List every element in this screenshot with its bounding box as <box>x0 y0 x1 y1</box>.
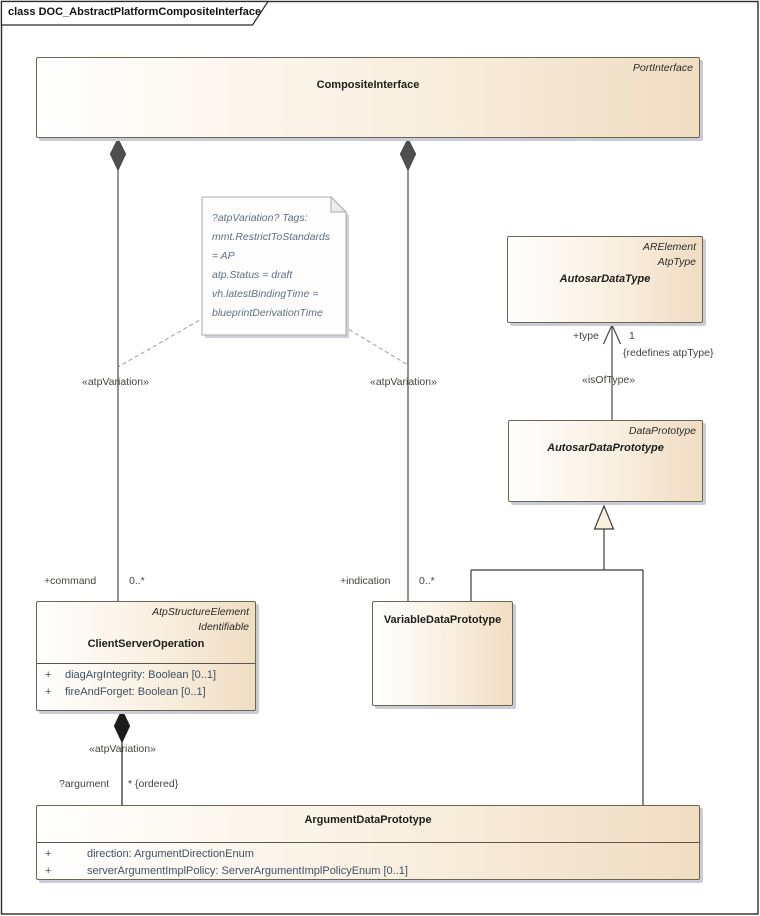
name-compartment: AtpStructureElement Identifiable ClientS… <box>37 602 255 663</box>
class-name: ArgumentDataPrototype <box>304 814 432 826</box>
composition-diamond-argument <box>113 708 131 744</box>
name-compartment: PortInterface CompositeInterface <box>37 58 699 91</box>
class-name: ClientServerOperation <box>87 638 205 650</box>
parent-type-label: Identifiable <box>198 621 249 633</box>
note-anchor-links[interactable] <box>117 316 409 368</box>
composition-indication-connector[interactable] <box>399 137 417 601</box>
attribute-diag-arg-integrity: + diagArgIntegrity: Boolean [0..1] <box>37 667 255 684</box>
stereotype-is-of-type: «isOfType» <box>582 374 636 386</box>
name-compartment: VariableDataPrototype <box>373 614 512 626</box>
stereotype-atp-variation-bottom: «atpVariation» <box>89 743 156 755</box>
note-line: blueprintDerivationTime <box>212 307 323 319</box>
note-line: atp.Status = draft <box>212 269 293 281</box>
composition-diamond-command <box>109 137 127 172</box>
role-label-indication: +indication <box>340 575 391 587</box>
name-compartment: DataPrototype AutosarDataPrototype <box>509 421 702 454</box>
parent-type-label: AtpType <box>657 256 696 268</box>
attribute-text: fireAndForget: Boolean [0..1] <box>65 686 206 698</box>
parent-type-label: ARElement <box>642 241 696 253</box>
visibility-marker: + <box>45 848 52 860</box>
class-name: VariableDataPrototype <box>383 614 502 626</box>
multiplicity-indication: 0..* <box>419 575 435 587</box>
role-label-command: +command <box>44 575 97 587</box>
parent-type-label: PortInterface <box>632 62 693 74</box>
note-anchor-right[interactable] <box>342 325 409 366</box>
visibility-marker: + <box>45 669 52 681</box>
composition-diamond-indication <box>399 137 417 172</box>
attribute-fire-and-forget: + fireAndForget: Boolean [0..1] <box>37 684 255 701</box>
role-label-argument: ?argument <box>59 778 110 790</box>
class-name: CompositeInterface <box>316 79 420 91</box>
open-arrowhead <box>602 324 613 345</box>
note-body <box>201 196 347 336</box>
class-composite-interface[interactable]: PortInterface CompositeInterface <box>36 57 700 138</box>
attribute-text: diagArgIntegrity: Boolean [0..1] <box>65 669 217 681</box>
attribute-compartment: + direction: ArgumentDirectionEnum + serve… <box>37 842 699 880</box>
generalization-triangle <box>593 504 615 530</box>
multiplicity-command: 0..* <box>129 575 145 587</box>
diagram-title: class DOC_AbstractPlatformCompositeInter… <box>8 6 262 18</box>
note-line: = AP <box>212 250 235 262</box>
diagram-title-tab-shape <box>0 0 270 26</box>
name-compartment: ARElement AtpType AutosarDataType <box>508 237 702 285</box>
multiplicity-type: 1 <box>629 330 635 342</box>
note-line: vh.latestBindingTime = <box>212 288 319 300</box>
note-fold-corner <box>330 195 348 213</box>
constraint-note[interactable]: ?atpVariation? Tags: mmt.RestrictToStand… <box>212 209 342 323</box>
note-line: mmt.RestrictToStandards <box>212 231 331 243</box>
attribute-text: direction: ArgumentDirectionEnum <box>87 848 254 860</box>
class-name: AutosarDataPrototype <box>547 442 664 454</box>
composition-command-connector[interactable] <box>109 137 127 601</box>
note-shape[interactable] <box>201 195 349 338</box>
open-arrowhead <box>611 324 622 345</box>
note-line: ?atpVariation? Tags: <box>212 212 308 224</box>
composition-argument-connector[interactable] <box>113 708 131 805</box>
attribute-direction: + direction: ArgumentDirectionEnum <box>37 846 699 863</box>
multiplicity-argument-ordered: * {ordered} <box>128 778 179 790</box>
visibility-marker: + <box>45 686 52 698</box>
constraint-redefines-atp-type: {redefines atpType} <box>623 347 714 359</box>
visibility-marker: + <box>45 865 52 877</box>
attribute-text: serverArgumentImplPolicy: ServerArgument… <box>87 865 408 877</box>
attribute-compartment: + diagArgIntegrity: Boolean [0..1] + fireA… <box>37 663 255 701</box>
class-argument-data-prototype[interactable]: ArgumentDataPrototype + direction: Argume… <box>36 805 700 880</box>
note-anchor-left[interactable] <box>117 316 206 368</box>
class-name: AutosarDataType <box>559 273 651 285</box>
stereotype-atp-variation-left: «atpVariation» <box>82 376 149 388</box>
attribute-server-argument-impl-policy: + serverArgumentImplPolicy: ServerArgumen… <box>37 863 699 880</box>
class-autosar-data-prototype[interactable]: DataPrototype AutosarDataPrototype <box>508 420 703 502</box>
class-autosar-data-type[interactable]: ARElement AtpType AutosarDataType <box>507 236 703 323</box>
is-of-type-connector[interactable] <box>602 324 622 420</box>
generalization-connector[interactable] <box>470 504 644 805</box>
parent-type-label: DataPrototype <box>628 425 696 437</box>
name-compartment: ArgumentDataPrototype <box>37 814 699 842</box>
parent-type-label: AtpStructureElement <box>152 606 249 618</box>
class-variable-data-prototype[interactable]: VariableDataPrototype <box>372 601 513 706</box>
role-label-type: +type <box>573 330 599 342</box>
stereotype-atp-variation-right: «atpVariation» <box>370 376 437 388</box>
class-client-server-operation[interactable]: AtpStructureElement Identifiable ClientS… <box>36 601 256 711</box>
